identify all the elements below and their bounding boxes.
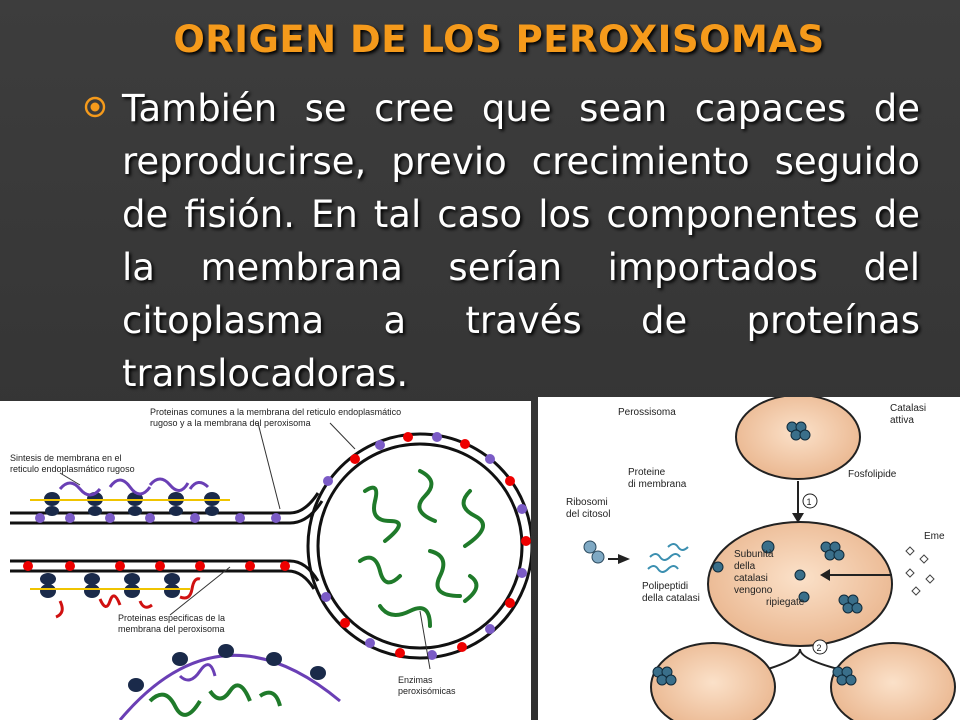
label-enzymes: Enzimas	[398, 675, 433, 685]
ribosomes-lower	[40, 573, 180, 598]
label-heme: Eme	[924, 531, 945, 542]
label-membrane-proteins: Proteine	[628, 467, 666, 478]
label-common-proteins-2: rugoso y a la membrana del peroxisoma	[150, 418, 311, 428]
label-subunits-5: ripiegate	[766, 597, 805, 608]
label-specific-proteins: Proteinas especificas de la	[118, 613, 225, 623]
slide-title: ORIGEN DE LOS PEROXISOMAS	[173, 18, 825, 61]
label-ribosomes: Ribosomi	[566, 497, 608, 508]
label-subunits: Subunità	[734, 549, 774, 560]
circled-dot-bullet-icon	[84, 96, 106, 118]
label-polypeptides: Polipeptidi	[642, 581, 688, 592]
peroxisome-fission-diagram: 1	[538, 397, 960, 720]
bullet-item: También se cree que sean capaces de repr…	[84, 82, 920, 400]
label-subunits-4: vengono	[734, 585, 773, 596]
er-peroxisome-diagram: Proteinas comunes a la membrana del reti…	[0, 401, 531, 720]
label-subunits-3: catalasi	[734, 573, 768, 584]
label-polypeptides-2: della catalasi	[642, 593, 700, 604]
label-common-proteins: Proteinas comunes a la membrana del reti…	[150, 407, 401, 417]
er-peroxisome-illustration: Proteinas comunes a la membrana del reti…	[10, 407, 531, 720]
label-specific-proteins-2: membrana del peroxisoma	[118, 624, 225, 634]
label-enzymes-2: peroxisómicas	[398, 686, 456, 696]
peroxisome-fission-illustration: 1	[566, 397, 956, 720]
label-membrane-synthesis-2: reticulo endoplasmático rugoso	[10, 464, 135, 474]
membrane-protein-dots	[321, 432, 531, 660]
bullet-text: También se cree que sean capaces de repr…	[122, 87, 920, 395]
er-protein-dots	[23, 513, 290, 571]
label-catalase-2: attiva	[890, 415, 914, 426]
label-ribosomes-2: del citosol	[566, 509, 610, 520]
label-catalase: Catalasi	[890, 403, 926, 414]
peroxisomal-enzymes	[358, 469, 485, 628]
label-subunits-2: della	[734, 561, 756, 572]
label-phospholipids: Fosfolipide	[848, 469, 897, 480]
label-membrane-proteins-2: di membrana	[628, 479, 687, 490]
step-1-label: 1	[807, 497, 812, 507]
step-2-label: 2	[817, 643, 822, 653]
label-peroxisome: Perossisoma	[618, 407, 676, 418]
label-membrane-synthesis: Sintesis de membrana en el	[10, 453, 122, 463]
